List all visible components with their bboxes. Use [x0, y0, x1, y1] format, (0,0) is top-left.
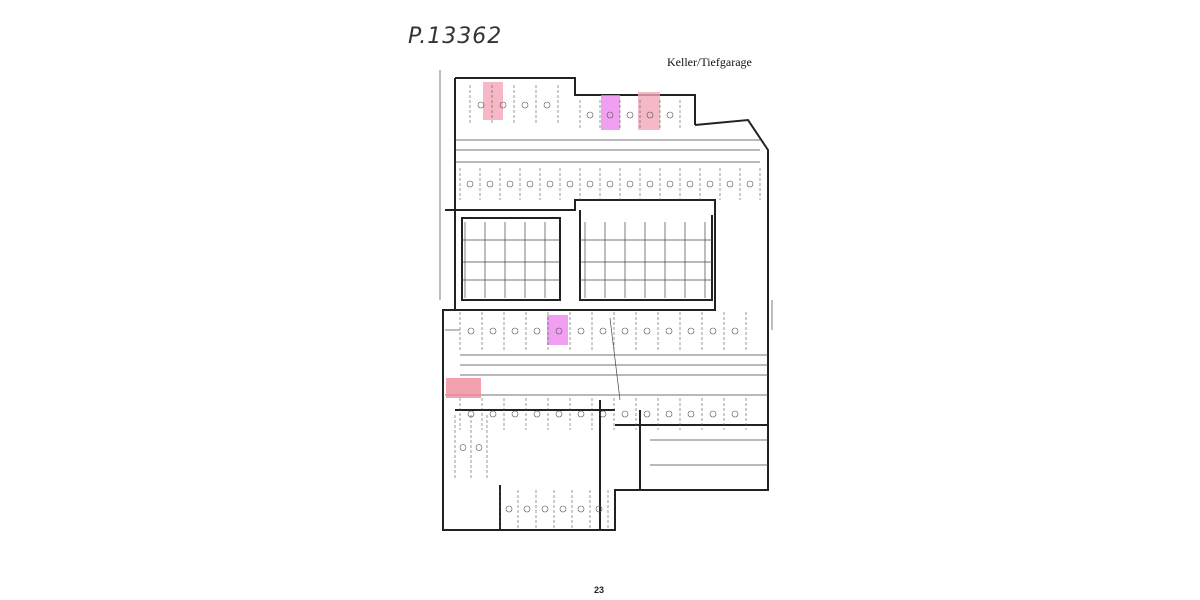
stall-number-marker	[555, 327, 563, 335]
stall-number-marker	[665, 410, 673, 418]
highlighted-stall	[547, 315, 568, 345]
page-number: 23	[594, 585, 605, 595]
stall-number-marker	[709, 410, 717, 418]
stall-number-marker	[499, 101, 507, 109]
stall-number-marker	[533, 410, 541, 418]
page-title: Keller/Tiefgarage	[667, 55, 752, 69]
stall-number-marker	[526, 180, 534, 188]
stall-number-marker	[541, 505, 549, 513]
stall-number-marker	[595, 505, 603, 513]
stall-number-marker	[626, 111, 634, 119]
stall-number-marker	[489, 327, 497, 335]
stall-number-marker	[489, 410, 497, 418]
stall-number-marker	[466, 180, 474, 188]
stall-number-marker	[559, 505, 567, 513]
stall-number-marker	[511, 410, 519, 418]
drive-lane-line	[609, 317, 621, 401]
stall-number-marker	[566, 180, 574, 188]
highlighted-stall	[483, 82, 503, 120]
stall-number-marker	[666, 180, 674, 188]
stall-number-marker	[646, 180, 654, 188]
wall	[579, 210, 713, 301]
stall-number-marker	[686, 180, 694, 188]
stall-number-marker	[467, 327, 475, 335]
stall-number-marker	[521, 101, 529, 109]
parking-stalls	[454, 85, 761, 528]
wall	[461, 217, 561, 301]
stall-number-marker	[687, 410, 695, 418]
wall	[445, 199, 716, 311]
highlighted-stall	[601, 95, 620, 130]
stall-number-marker	[726, 180, 734, 188]
plan-walls	[442, 77, 769, 531]
wall	[455, 77, 696, 125]
stall-number-marker	[665, 327, 673, 335]
stall-number-marker	[731, 327, 739, 335]
stall-number-marker	[555, 410, 563, 418]
stall-number-marker	[506, 180, 514, 188]
plan-detail-lines	[439, 70, 773, 466]
stall-number-marker	[586, 180, 594, 188]
highlighted-stalls	[446, 82, 660, 398]
stall-number-marker	[459, 444, 467, 451]
stall-number-marker	[505, 505, 513, 513]
highlighted-stall	[638, 92, 660, 130]
stall-number-marker	[599, 410, 607, 418]
stall-number-marker	[577, 410, 585, 418]
stall-number-marker	[533, 327, 541, 335]
stall-number-marker	[606, 180, 614, 188]
stall-number-marker	[709, 327, 717, 335]
stall-number-marker	[586, 111, 594, 119]
stall-number-marker	[621, 410, 629, 418]
stall-number-marker	[643, 327, 651, 335]
handwritten-reference: P.13362	[408, 24, 503, 49]
stall-number-marker	[546, 180, 554, 188]
stall-number-marker	[577, 505, 585, 513]
stall-number-marker	[626, 180, 634, 188]
stall-number-marker	[687, 327, 695, 335]
stall-number-marker	[577, 327, 585, 335]
stall-number-marker	[543, 101, 551, 109]
stall-number-marker	[523, 505, 531, 513]
stall-number-marker	[475, 444, 483, 451]
stall-number-marker	[666, 111, 674, 119]
highlighted-stall	[446, 378, 481, 398]
stall-number-marker	[646, 111, 654, 119]
stall-number-marker	[621, 327, 629, 335]
stall-number-marker	[706, 180, 714, 188]
stall-number-marker	[746, 180, 754, 188]
stall-number-marker	[599, 327, 607, 335]
stall-number-marker	[606, 111, 614, 119]
stall-number-marker	[477, 101, 485, 109]
stall-number-marker	[486, 180, 494, 188]
stall-number-marker	[731, 410, 739, 418]
stall-number-marker	[511, 327, 519, 335]
stall-number-marker	[643, 410, 651, 418]
wall	[442, 78, 769, 531]
